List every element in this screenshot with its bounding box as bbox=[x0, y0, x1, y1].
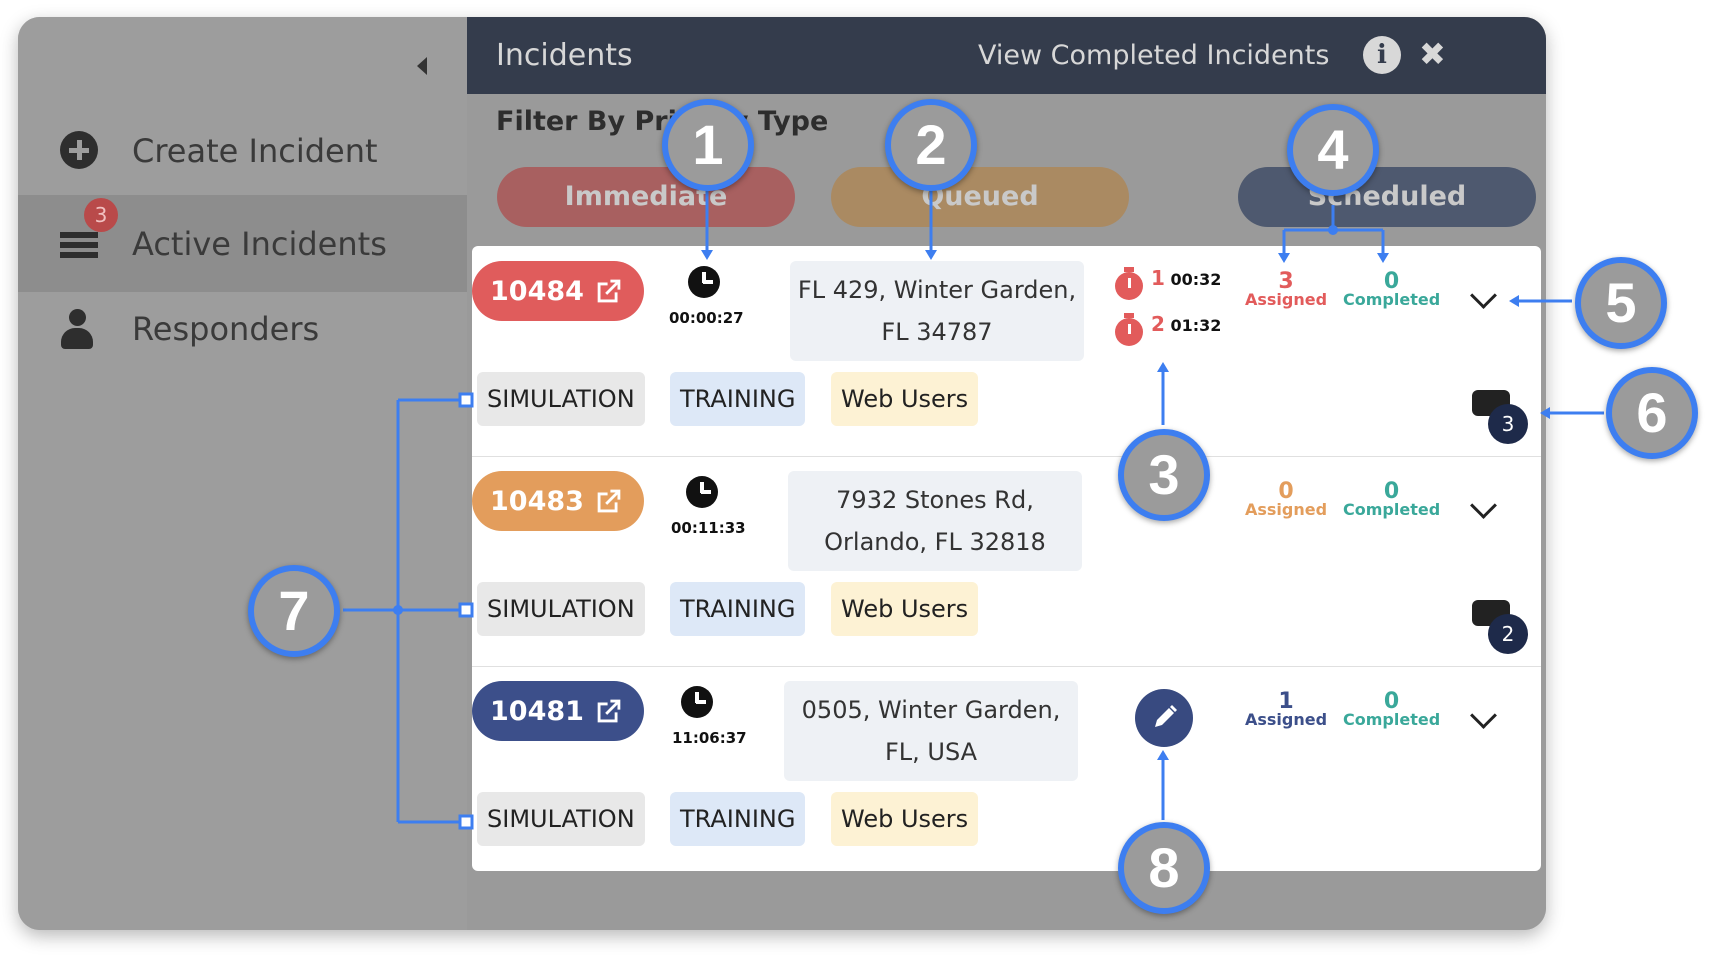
chevron-down-icon[interactable] bbox=[1470, 702, 1497, 729]
close-icon[interactable]: ✖ bbox=[1419, 35, 1446, 73]
sidebar: Create Incident 3 Active Incidents Respo… bbox=[18, 17, 467, 930]
callout-6: 6 bbox=[1606, 367, 1698, 459]
tag-web-users: Web Users bbox=[831, 582, 979, 636]
clock-icon bbox=[688, 266, 720, 298]
sidebar-item-label: Create Incident bbox=[132, 131, 378, 170]
incident-id-button[interactable]: 10481 bbox=[472, 681, 644, 741]
incident-row: 10483 00:11:33 7932 Stones Rd, Orlando, … bbox=[472, 456, 1541, 667]
clock-icon bbox=[681, 686, 713, 718]
address-line: FL 34787 bbox=[881, 318, 993, 346]
callout-5: 5 bbox=[1575, 257, 1667, 349]
address-line: 7932 Stones Rd, bbox=[836, 486, 1034, 514]
filter-label: Filter By Priority Type bbox=[496, 106, 829, 137]
incident-address: FL 429, Winter Garden, FL 34787 bbox=[790, 261, 1084, 361]
edit-button[interactable] bbox=[1135, 689, 1193, 747]
responder-timer: 1 00:32 bbox=[1151, 266, 1222, 290]
chevron-down-icon[interactable] bbox=[1470, 492, 1497, 519]
incidents-panel: Incidents View Completed Incidents i ✖ F… bbox=[467, 17, 1546, 930]
incident-id-button[interactable]: 10484 bbox=[472, 261, 644, 321]
address-line: 0505, Winter Garden, bbox=[801, 696, 1061, 724]
external-link-icon bbox=[597, 279, 621, 303]
filter-immediate-button[interactable]: Immediate bbox=[497, 167, 795, 227]
tag-simulation: SIMULATION bbox=[477, 372, 645, 426]
sidebar-item-label: Responders bbox=[132, 309, 320, 348]
message-count-badge: 3 bbox=[1488, 404, 1528, 444]
incident-address: 7932 Stones Rd, Orlando, FL 32818 bbox=[788, 471, 1082, 571]
chevron-down-icon[interactable] bbox=[1470, 282, 1497, 309]
external-link-icon bbox=[597, 699, 621, 723]
person-icon bbox=[60, 308, 100, 349]
incident-row: 10484 00:00:27 FL 429, Winter Garden, FL… bbox=[472, 246, 1541, 457]
tag-training: TRAINING bbox=[670, 582, 806, 636]
collapse-sidebar-icon[interactable] bbox=[417, 57, 427, 75]
timer-icon bbox=[1115, 267, 1143, 300]
incident-id-button[interactable]: 10483 bbox=[472, 471, 644, 531]
sidebar-item-active-incidents[interactable]: 3 Active Incidents bbox=[18, 195, 467, 292]
sidebar-item-label: Active Incidents bbox=[132, 224, 387, 263]
elapsed-time: 11:06:37 bbox=[672, 729, 747, 747]
sidebar-item-responders[interactable]: Responders bbox=[18, 280, 467, 377]
info-icon[interactable]: i bbox=[1363, 36, 1401, 74]
incident-list: 10484 00:00:27 FL 429, Winter Garden, FL… bbox=[472, 246, 1541, 871]
tag-simulation: SIMULATION bbox=[477, 582, 645, 636]
app-window: Create Incident 3 Active Incidents Respo… bbox=[18, 17, 1546, 930]
incident-id: 10481 bbox=[490, 695, 584, 727]
pencil-icon bbox=[1155, 705, 1177, 727]
tag-training: TRAINING bbox=[670, 372, 806, 426]
sidebar-item-create-incident[interactable]: Create Incident bbox=[18, 102, 467, 199]
tag-training: TRAINING bbox=[670, 792, 806, 846]
elapsed-time: 00:00:27 bbox=[669, 309, 744, 327]
plus-circle-icon bbox=[60, 130, 100, 171]
filter-queued-button[interactable]: Queued bbox=[831, 167, 1129, 227]
elapsed-time: 00:11:33 bbox=[671, 519, 746, 537]
responder-timer: 2 01:32 bbox=[1151, 312, 1222, 336]
incident-row: 10481 11:06:37 0505, Winter Garden, FL, … bbox=[472, 666, 1541, 876]
active-count-badge: 3 bbox=[84, 197, 118, 232]
address-line: Orlando, FL 32818 bbox=[824, 528, 1046, 556]
message-count-badge: 2 bbox=[1488, 614, 1528, 654]
external-link-icon bbox=[597, 489, 621, 513]
view-completed-link[interactable]: View Completed Incidents bbox=[978, 40, 1330, 71]
tag-web-users: Web Users bbox=[831, 792, 979, 846]
tag-simulation: SIMULATION bbox=[477, 792, 645, 846]
filter-scheduled-button[interactable]: Scheduled bbox=[1238, 167, 1536, 227]
tag-web-users: Web Users bbox=[831, 372, 979, 426]
panel-header: Incidents View Completed Incidents i ✖ bbox=[467, 17, 1546, 94]
page-title: Incidents bbox=[496, 38, 633, 73]
list-icon: 3 bbox=[60, 197, 118, 264]
address-line: FL 429, Winter Garden, bbox=[797, 276, 1077, 304]
incident-id: 10484 bbox=[490, 275, 584, 307]
address-line: FL, USA bbox=[884, 738, 978, 766]
timer-icon bbox=[1115, 313, 1143, 346]
clock-icon bbox=[686, 476, 718, 508]
incident-id: 10483 bbox=[490, 485, 584, 517]
incident-address: 0505, Winter Garden, FL, USA bbox=[784, 681, 1078, 781]
